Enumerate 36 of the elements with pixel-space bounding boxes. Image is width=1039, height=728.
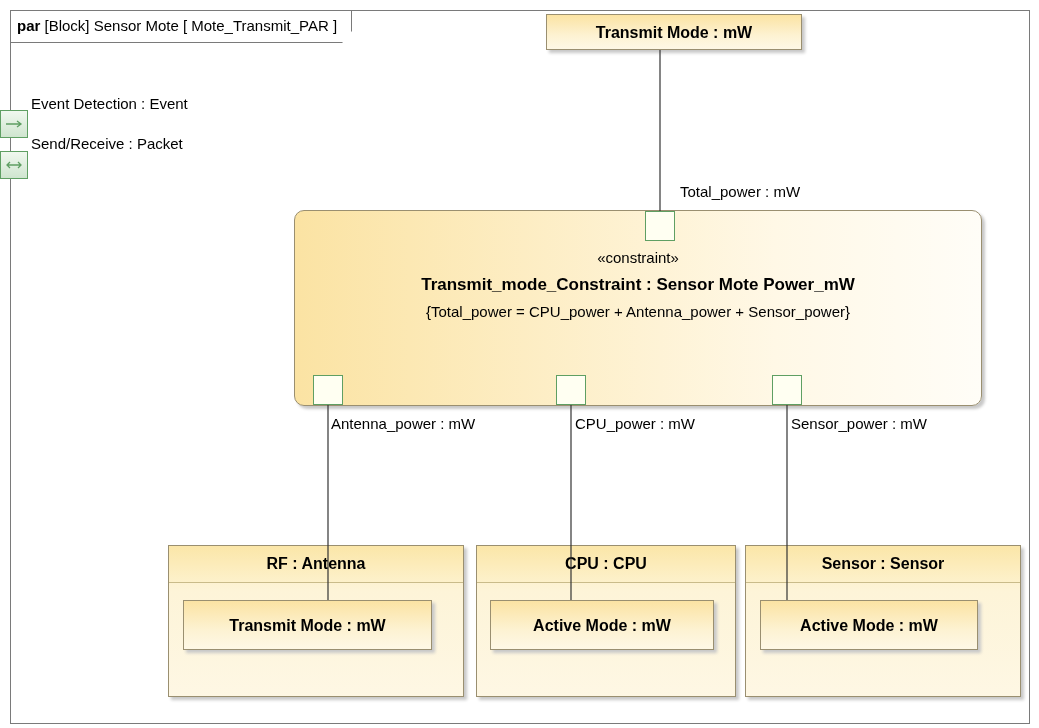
value-property-box	[546, 14, 802, 50]
port-label: Total_power : mW	[680, 183, 801, 200]
port-square	[0, 151, 28, 179]
value-property-box	[183, 600, 432, 650]
value-property-box	[490, 600, 714, 650]
block-name: RF : Antenna	[265, 555, 367, 573]
port-square	[556, 375, 586, 405]
port-label: Sensor_power : mW	[791, 415, 927, 432]
constraint-block	[294, 210, 982, 406]
connector-line	[327, 404, 329, 601]
value-property-name: Active Mode : mW	[799, 616, 939, 635]
value-property-name: Transmit Mode : mW	[228, 616, 387, 635]
port-label: Event Detection : Event	[31, 95, 188, 112]
constraint-expression: {Total_power = CPU_power + Antenna_power + Sensor_power}	[425, 303, 851, 320]
value-property-box	[760, 600, 978, 650]
value-property-name: Transmit Mode : mW	[594, 23, 754, 42]
block-name: Sensor : Sensor	[820, 555, 946, 573]
port-square	[645, 211, 675, 241]
part-block	[168, 545, 464, 697]
connector-line	[786, 404, 788, 601]
port-square	[772, 375, 802, 405]
frame-title: par [Block] Sensor Mote [ Mote_Transmit_PAR ]	[17, 17, 338, 34]
value-property-name: Active Mode : mW	[532, 616, 672, 635]
port-label: Send/Receive : Packet	[31, 135, 183, 152]
connector-line	[659, 49, 661, 212]
block-name: CPU : CPU	[564, 555, 648, 573]
port-square	[0, 110, 28, 138]
diagram-frame	[10, 10, 1030, 724]
port-label: Antenna_power : mW	[331, 415, 476, 432]
port-label: CPU_power : mW	[575, 415, 696, 432]
port-square	[313, 375, 343, 405]
stereotype-label: «constraint»	[596, 249, 680, 266]
part-block	[476, 545, 736, 697]
connector-line	[570, 404, 572, 601]
part-block	[745, 545, 1021, 697]
constraint-name: Transmit_mode_Constraint : Sensor Mote Power_mW	[420, 275, 856, 295]
